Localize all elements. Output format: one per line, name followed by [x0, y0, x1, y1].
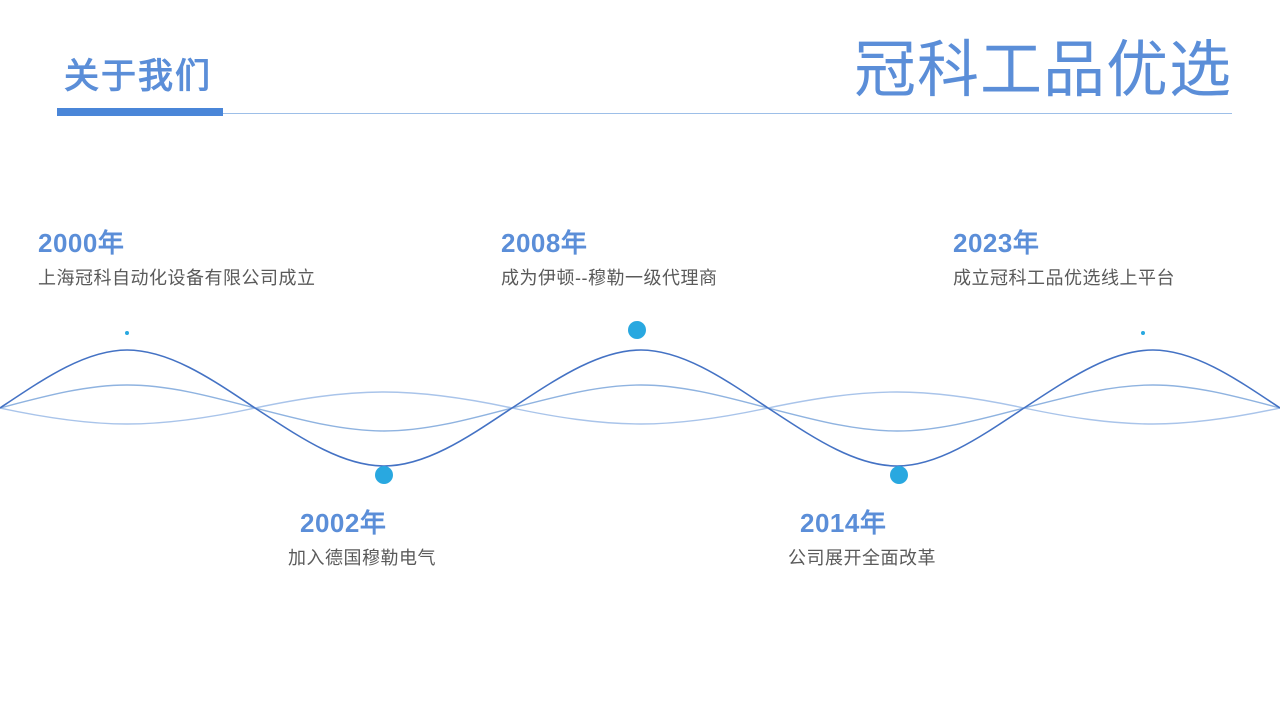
milestone-2008: 2008年 成为伊顿--穆勒一级代理商 [501, 226, 718, 292]
milestone-2014: 2014年 公司展开全面改革 [788, 506, 936, 572]
header-accent-bar [57, 108, 223, 116]
milestone-description: 成为伊顿--穆勒一级代理商 [501, 268, 718, 288]
timeline-node-2023[interactable] [1141, 331, 1145, 335]
timeline-node-2002[interactable] [375, 466, 393, 484]
timeline-node-2000[interactable] [125, 331, 129, 335]
milestone-year: 2008年 [501, 228, 588, 258]
timeline-node-2014[interactable] [890, 466, 908, 484]
milestone-description: 公司展开全面改革 [788, 548, 936, 568]
milestone-year: 2002年 [300, 508, 387, 538]
milestone-description: 成立冠科工品优选线上平台 [953, 268, 1175, 288]
milestone-year: 2000年 [38, 228, 125, 258]
wave-path-secondary [0, 384, 1280, 432]
brand-title: 冠科工品优选 [853, 36, 1232, 105]
slide-header: 关于我们 冠科工品优选 [0, 0, 1280, 140]
milestone-year: 2014年 [800, 508, 887, 538]
milestone-year: 2023年 [953, 228, 1040, 258]
milestone-description: 加入德国穆勒电气 [288, 548, 436, 568]
page-title: 关于我们 [64, 57, 213, 96]
milestone-2023: 2023年 成立冠科工品优选线上平台 [953, 226, 1175, 292]
wave-path-tertiary [0, 391, 1280, 425]
milestone-2002: 2002年 加入德国穆勒电气 [288, 506, 436, 572]
milestone-description: 上海冠科自动化设备有限公司成立 [38, 268, 316, 288]
header-divider-line [57, 113, 1232, 114]
timeline-node-2008[interactable] [628, 321, 646, 339]
wave-path-primary [0, 349, 1280, 467]
milestone-2000: 2000年 上海冠科自动化设备有限公司成立 [38, 226, 316, 292]
